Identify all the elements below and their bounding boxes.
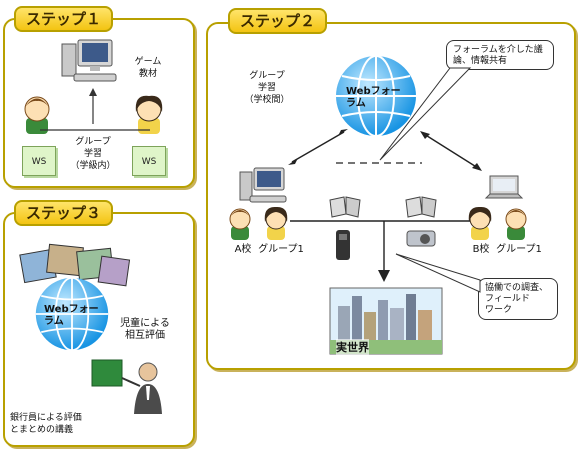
step1-connector [40, 129, 150, 131]
step2-forum-label: Webフォーラム [346, 86, 401, 109]
b-school-label: B校 [472, 244, 490, 255]
dashed-link [336, 162, 422, 164]
b-school-child-2-icon [505, 208, 527, 240]
digital-camera-icon [406, 230, 436, 247]
a-school-group-label: グループ1 [258, 244, 304, 255]
callout-top-pointer [379, 67, 472, 161]
notebook-right-icon [405, 196, 437, 218]
banker-evaluation-label: 銀行員による評価 とまとめの講義 [10, 413, 82, 435]
web-forum-globe-icon [336, 55, 416, 137]
arrow-right-globe [420, 131, 482, 171]
real-world-label: 実世界 [336, 339, 369, 355]
photo-collage-image [19, 243, 131, 287]
field-connector [290, 220, 470, 282]
up-arrow [89, 88, 97, 124]
b-school-child-1-icon [468, 206, 492, 240]
notebook-left-icon [329, 196, 361, 218]
step3-title: ステップ３ [14, 200, 114, 226]
computer-icon [61, 39, 117, 82]
a-school-label: A校 [234, 244, 252, 255]
game-material-label: ゲーム 教材 [134, 57, 162, 79]
b-school-group-label: グループ1 [496, 244, 542, 255]
a-school-computer-icon [239, 167, 287, 203]
voice-recorder-icon [336, 230, 350, 260]
arrow-left-globe [288, 129, 348, 165]
step3-web-forum-globe-icon [35, 276, 109, 352]
a-school-child-1-icon [229, 208, 251, 240]
callout-forum-discussion: フォーラムを介した議論、情報共有 [446, 40, 554, 70]
ws-sheet-left: WS [22, 146, 56, 176]
step1-group-label: グループ 学習 （学級内） [70, 137, 116, 171]
callout-bottom-pointer [395, 253, 481, 293]
b-school-laptop-icon [484, 175, 524, 199]
callout-field-work: 協働での調査、 フィールド ワーク [478, 278, 558, 320]
step1-title: ステップ１ [14, 6, 114, 32]
peer-evaluation-label: 児童による 相互評価 [120, 318, 170, 341]
step2-title: ステップ２ [228, 8, 328, 34]
banker-presenter-icon [91, 359, 162, 414]
step2-group-label: グループ 学習 （学校間） [244, 71, 290, 105]
a-school-child-2-icon [264, 206, 288, 240]
step3-forum-label: Webフォーラム [44, 304, 99, 327]
ws-sheet-right: WS [132, 146, 166, 176]
